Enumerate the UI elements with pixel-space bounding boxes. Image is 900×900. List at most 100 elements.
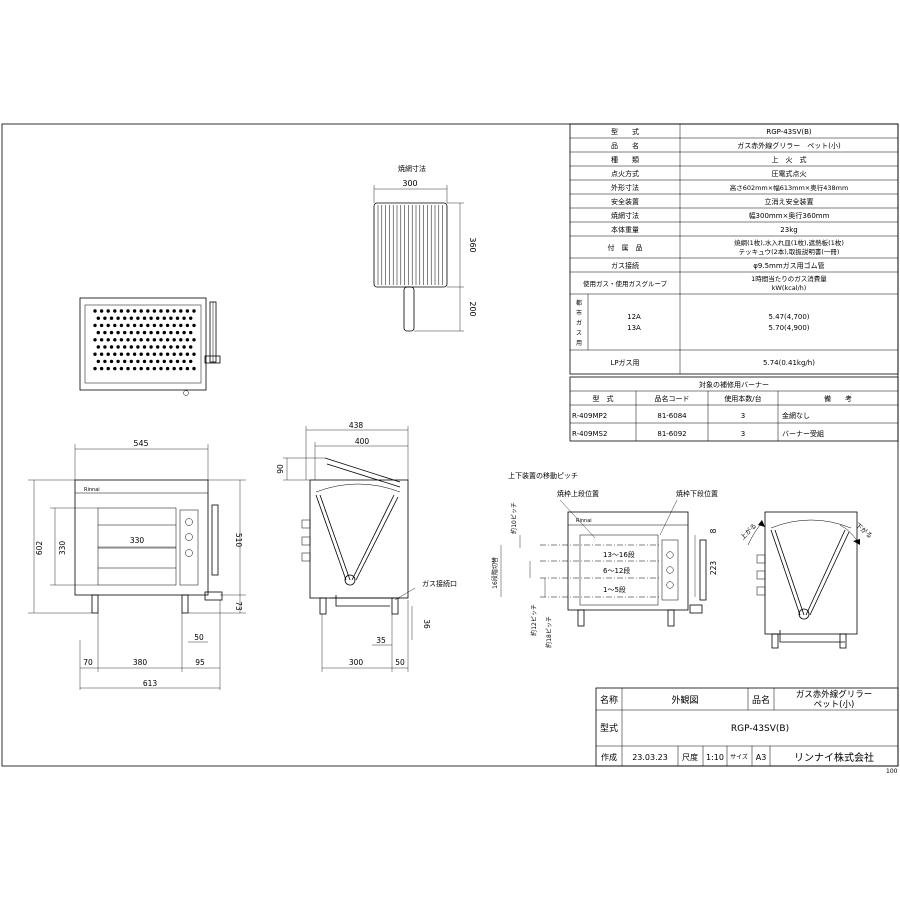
burner-row-2-code: 81-6092	[657, 430, 686, 438]
top-view-hole	[119, 323, 124, 328]
shift-pitch-12: 約12ピッチ	[530, 604, 538, 636]
top-view-hole	[162, 345, 166, 349]
shift-brand: Rinnai	[576, 518, 592, 524]
top-view-hole	[142, 330, 147, 335]
front-right: 95	[195, 658, 205, 667]
side-dim-35: 35	[376, 636, 386, 645]
top-view-hole	[142, 316, 147, 320]
top-view-hole	[142, 345, 147, 349]
title-corner-number: 100	[886, 768, 898, 775]
spec-label-model: 型 式	[611, 127, 639, 136]
lp-gas-label: LPガス用	[610, 358, 639, 367]
top-view-hole	[172, 309, 176, 313]
top-view-hole	[192, 323, 196, 328]
top-view-hole	[113, 338, 117, 342]
spec-label-type: 種 類	[611, 155, 639, 164]
top-view-hole	[126, 338, 130, 342]
spec-value-type: 上 火 式	[772, 155, 807, 164]
top-view-hole	[146, 366, 150, 371]
spec-value-weight: 23kg	[780, 226, 797, 234]
top-view-hole	[96, 316, 101, 320]
burner-table: 対象の補修用バーナー 型 式 品名コード 使用本数/台 備 考 R-409MP2…	[569, 376, 899, 442]
top-view-hole	[126, 352, 130, 356]
top-view-hole	[113, 352, 117, 356]
shift-dim-8: 8	[709, 528, 718, 533]
front-foot-height: 73	[234, 601, 243, 611]
spec-value-model: RGP-43SV(B)	[766, 128, 812, 136]
side-dim-36: 36	[422, 619, 431, 629]
title-made-label: 作成	[601, 752, 617, 762]
top-view-hole	[185, 338, 190, 342]
top-view-hole	[136, 330, 140, 335]
spec-label-accessories: 付 属 品	[608, 243, 643, 252]
top-view-hole	[106, 309, 110, 313]
top-view-hole	[172, 352, 176, 356]
top-view-hole	[139, 323, 143, 328]
front-left: 70	[83, 658, 93, 667]
top-view-hole	[169, 345, 173, 349]
spec-label-weight: 本体重量	[611, 225, 639, 234]
shift-level-top: 13～16段	[603, 550, 635, 559]
side-lid-height: 90	[276, 464, 285, 474]
top-view-hole	[152, 338, 157, 342]
top-view-hole	[175, 330, 180, 335]
front-dim-50: 50	[194, 633, 204, 642]
top-view-hole	[179, 366, 183, 371]
title-product-value-2: ペット(小)	[814, 699, 855, 710]
top-view-hole	[179, 309, 183, 313]
top-view-hole	[126, 323, 130, 328]
top-view-hole	[116, 330, 120, 335]
top-view-hole	[123, 345, 127, 349]
spec-label-net-size: 焼網寸法	[611, 211, 639, 220]
top-view-hole	[156, 330, 160, 335]
top-view-hole	[106, 323, 110, 328]
burner-row-1-code: 81-6084	[657, 412, 687, 420]
top-view-hole	[152, 366, 157, 371]
shift-dim-223: 223	[709, 561, 718, 576]
title-made-date: 23.03.23	[632, 753, 668, 762]
title-name-value: 外観図	[671, 694, 698, 706]
top-view-hole	[129, 316, 133, 320]
shift-level-mid: 6～12段	[603, 566, 630, 575]
city-gas-group-12a: 12A	[627, 313, 641, 321]
side-bottom-depth: 300	[349, 658, 364, 667]
top-view-hole	[132, 352, 137, 356]
top-view-hole	[172, 338, 176, 342]
front-inner-width: 330	[130, 536, 145, 545]
top-view-hole	[139, 352, 143, 356]
top-view-hole	[149, 359, 153, 364]
top-view-hole	[175, 359, 180, 364]
top-view-hole	[165, 366, 170, 371]
burner-header-note: 備 考	[824, 394, 852, 403]
top-view-hole	[146, 352, 150, 356]
top-view-hole	[96, 330, 101, 335]
top-view-hole	[126, 309, 130, 313]
top-view-hole	[113, 323, 117, 328]
top-view-hole	[152, 352, 157, 356]
top-view-hole	[113, 309, 117, 313]
top-view-hole	[159, 323, 163, 328]
top-view-hole	[106, 338, 110, 342]
spec-value-safety: 立消え安全装置	[765, 197, 814, 206]
burner-row-2-count: 3	[741, 430, 745, 438]
top-view-hole	[136, 316, 140, 320]
shift-switch-16: 16段階切替	[491, 557, 499, 589]
shift-title: 上下装置の移動ピッチ	[508, 471, 578, 480]
spec-label-ignition: 点火方式	[611, 169, 639, 178]
top-view-hole	[139, 338, 143, 342]
city-gas-char-2: 市	[576, 309, 582, 317]
top-view-hole	[182, 345, 186, 349]
top-view-hole	[136, 345, 140, 349]
spec-value-gas-consumption-1: 1時間当たりのガス消費量	[751, 274, 827, 283]
city-gas-value-12a: 5.47(4,700)	[768, 313, 809, 321]
top-view-hole	[113, 366, 117, 371]
shift-pitch-10: 約10ピッチ	[510, 502, 518, 534]
side-inner-depth: 400	[355, 437, 370, 446]
city-gas-value-13a: 5.70(4,900)	[768, 324, 809, 332]
burner-header-count: 使用本数/台	[724, 394, 761, 403]
top-view-hole	[165, 338, 170, 342]
spec-value-ignition: 圧電式点火	[772, 169, 807, 178]
top-view-hole	[159, 309, 163, 313]
top-view-hole	[116, 345, 120, 349]
